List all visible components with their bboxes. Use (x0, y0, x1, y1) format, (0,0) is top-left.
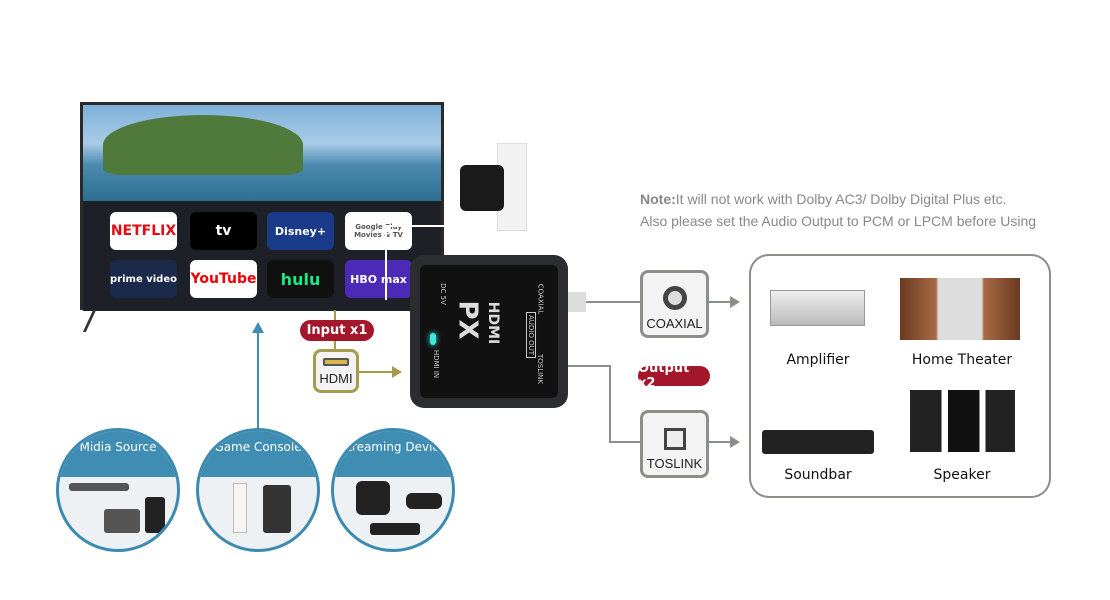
toslink-port: TOSLINK (640, 410, 709, 478)
led-indicator (430, 333, 436, 345)
tv: NETFLIX tv Disney+ Google Play Movies & … (80, 102, 444, 311)
arrow-up-icon (252, 322, 264, 333)
hdmi-audio-extractor: PX HDMI DC 5V HDMI IN AUDIO OUT COAXIAL … (410, 255, 568, 408)
coaxial-connector (568, 292, 586, 312)
dc-label: DC 5V (438, 283, 447, 305)
toslink-label: TOSLINK (536, 353, 545, 385)
app-apple-tv: tv (190, 212, 257, 250)
arrow-line (709, 441, 731, 443)
power-adapter (460, 165, 504, 211)
source-media: Midia Source (56, 428, 180, 552)
amplifier-image (770, 290, 865, 326)
app-google-play: Google Play Movies & TV (345, 212, 412, 250)
output-badge: Output x2 (638, 361, 710, 391)
toslink-line (609, 365, 611, 442)
coaxial-line (586, 301, 640, 303)
arrow-right-icon (392, 366, 402, 378)
label-soundbar: Soundbar (784, 467, 852, 483)
app-prime-video: prime video (110, 260, 177, 298)
audio-out-label: AUDIO OUT (526, 311, 537, 359)
toslink-line (609, 441, 640, 443)
toslink-line (568, 365, 610, 367)
speaker-image (910, 390, 1015, 452)
hdmi-connector-icon (323, 358, 349, 366)
tv-landscape-image (83, 105, 441, 201)
note: Note:It will not work with Dolby AC3/ Do… (640, 191, 1037, 229)
brand-logo: PX (452, 300, 483, 340)
coaxial-port: COAXIAL (640, 270, 709, 338)
app-netflix: NETFLIX (110, 212, 177, 250)
label-amplifier: Amplifier (786, 352, 850, 368)
label-home-theater: Home Theater (911, 352, 1013, 368)
arrow-right-icon (730, 436, 740, 448)
input-arrow-line (359, 371, 393, 373)
source-game-console: Game Console (196, 428, 320, 552)
source-line (257, 332, 259, 432)
source-streaming-device: Streaming Device (331, 428, 455, 552)
app-disney: Disney+ (267, 212, 334, 250)
app-hbo-max: HBO max (345, 260, 412, 298)
hdmi-input-port: HDMI (313, 349, 359, 393)
coaxial-label: COAXIAL (536, 283, 545, 315)
power-cable (385, 225, 485, 300)
app-grid: NETFLIX tv Disney+ Google Play Movies & … (83, 201, 441, 311)
input-badge: Input x1 (300, 320, 374, 341)
toslink-jack-icon (663, 428, 686, 450)
app-youtube: YouTube (190, 260, 257, 298)
arrow-line (709, 301, 731, 303)
hdmi-logo: HDMI (485, 301, 502, 345)
coaxial-jack-icon (662, 286, 687, 310)
app-hulu: hulu (267, 260, 334, 298)
arrow-right-icon (730, 296, 740, 308)
output-devices-panel (749, 254, 1051, 498)
wall-outlet (497, 143, 527, 231)
home-theater-image (900, 278, 1020, 340)
hdmi-in-label: HDMI IN (432, 349, 441, 379)
soundbar-image (762, 430, 874, 454)
label-speaker: Speaker (933, 467, 991, 483)
tv-stand (82, 310, 114, 332)
